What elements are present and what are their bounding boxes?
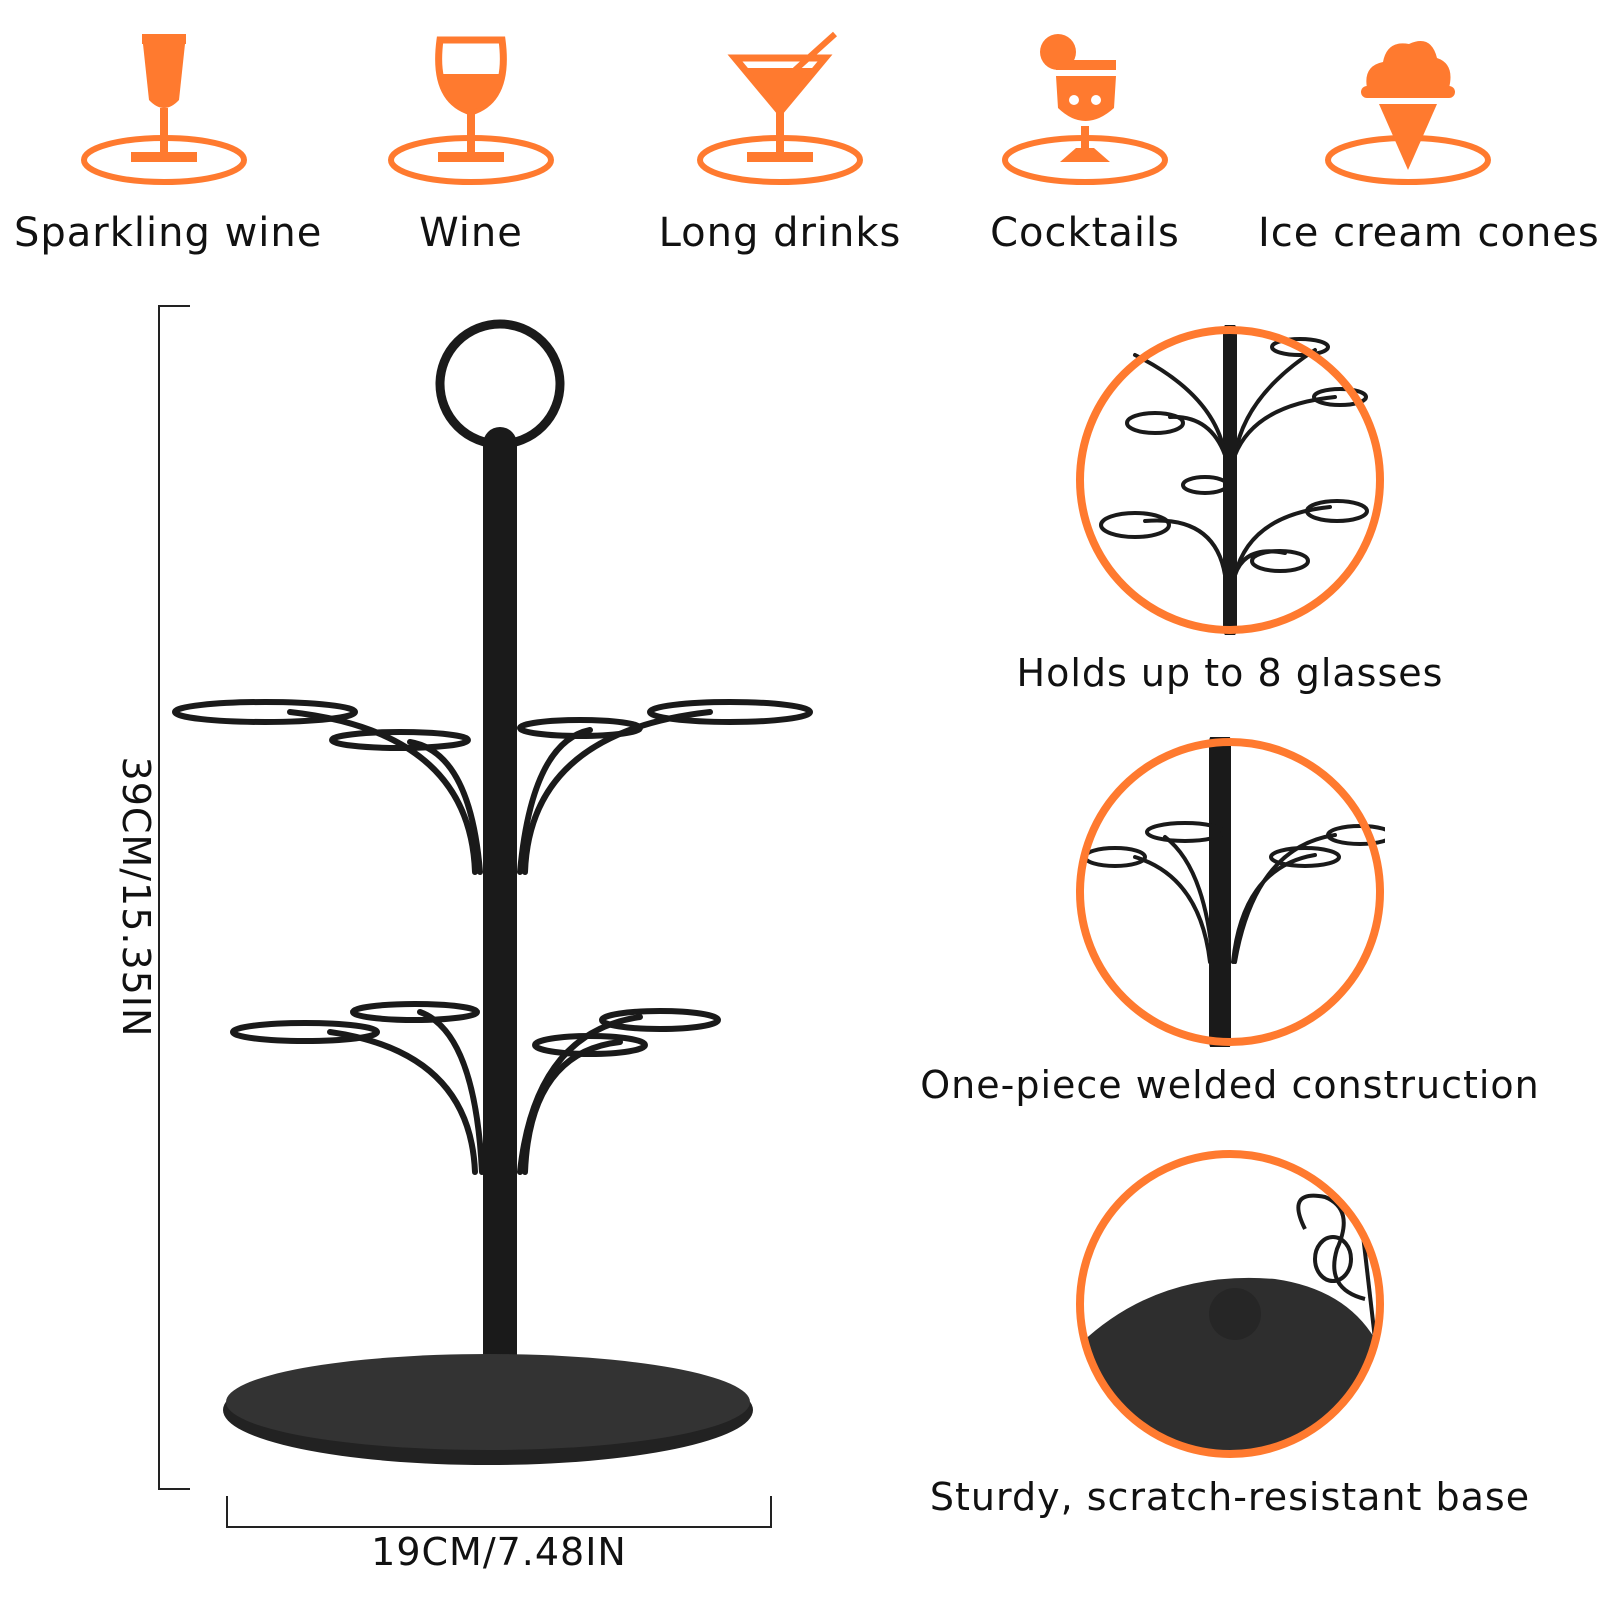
use-sparkling-wine: Sparkling wine bbox=[14, 30, 323, 270]
champagne-flute-icon bbox=[81, 34, 247, 185]
ice-cream-cone-icon bbox=[1325, 41, 1491, 185]
width-dimension-line bbox=[226, 1526, 772, 1528]
stand-arms-closeup bbox=[1076, 325, 1384, 635]
glass-stand-image bbox=[172, 319, 813, 1465]
wine-glass-icon bbox=[388, 36, 554, 185]
feature-sturdy-base: Sturdy, scratch-resistant base bbox=[890, 1149, 1570, 1549]
use-label: Long drinks bbox=[658, 210, 902, 256]
feature-label: Holds up to 8 glasses bbox=[1016, 651, 1444, 695]
use-cocktails: Cocktails bbox=[935, 30, 1235, 270]
height-dimension-line bbox=[158, 305, 160, 1490]
feature-welded-construction: One-piece welded construction bbox=[890, 737, 1570, 1137]
width-dimension-tick-left bbox=[226, 1496, 228, 1528]
feature-holds-8-glasses: Holds up to 8 glasses bbox=[890, 325, 1570, 725]
use-label: Cocktails bbox=[990, 210, 1180, 256]
width-dimension-tick-right bbox=[770, 1496, 772, 1528]
martini-glass-icon bbox=[697, 31, 863, 185]
width-dimension-label: 19CM/7.48IN bbox=[371, 1530, 627, 1574]
use-long-drinks: Long drinks bbox=[630, 30, 930, 270]
cocktail-glass-icon bbox=[1002, 34, 1168, 185]
use-wine: Wine bbox=[321, 30, 621, 270]
height-dimension-tick-top bbox=[158, 305, 190, 307]
feature-label: Sturdy, scratch-resistant base bbox=[929, 1475, 1531, 1519]
use-label: Ice cream cones bbox=[1258, 210, 1600, 256]
height-dimension-tick-bottom bbox=[158, 1488, 190, 1490]
base-closeup bbox=[1076, 1150, 1384, 1458]
height-dimension-label: 39CM/15.35IN bbox=[114, 756, 158, 1038]
use-ice-cream-cones: Ice cream cones bbox=[1258, 30, 1600, 270]
use-label: Wine bbox=[419, 210, 523, 256]
use-label: Sparkling wine bbox=[14, 210, 323, 256]
feature-label: One-piece welded construction bbox=[920, 1063, 1540, 1107]
welded-joint-closeup bbox=[1076, 737, 1385, 1047]
